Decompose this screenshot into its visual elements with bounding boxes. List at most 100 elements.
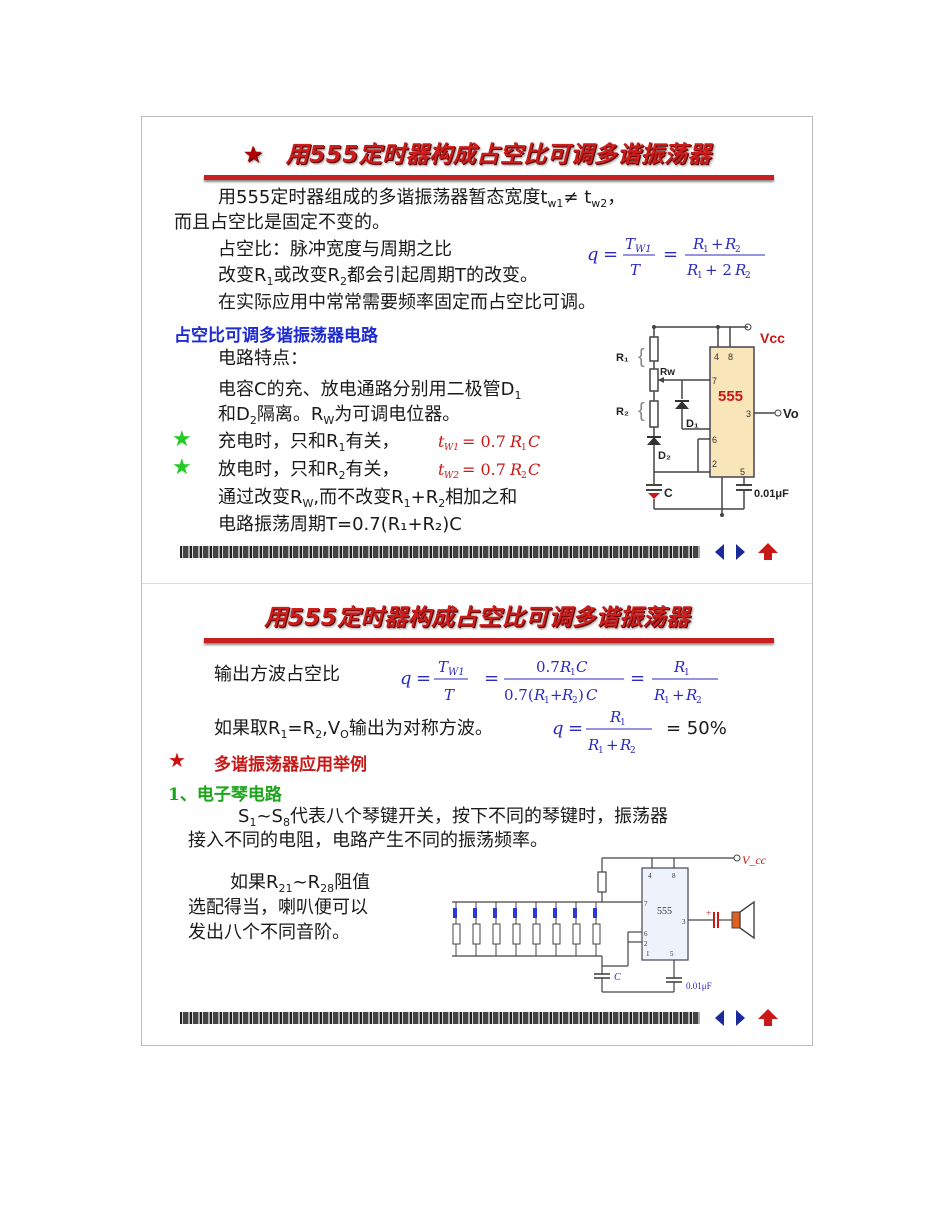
discharge-text: 放电时，只和R2有关，: [218, 459, 400, 482]
para-2: 而且占空比是固定不变的。: [174, 212, 390, 233]
key-switch: [492, 902, 501, 956]
title-rule: [204, 175, 774, 180]
svg-text:=: =: [416, 668, 431, 689]
svg-text:5: 5: [670, 950, 674, 958]
vcc-label: Vcc: [760, 330, 785, 346]
svg-text:q: q: [552, 718, 564, 739]
feature-label: 电路特点：: [218, 348, 308, 369]
svg-text:R: R: [533, 686, 545, 704]
slide-2-nav: [715, 1009, 778, 1026]
svg-text:1: 1: [620, 718, 626, 728]
svg-text:2: 2: [712, 459, 717, 469]
svg-text:C: C: [586, 686, 598, 704]
title-star-icon: ★: [242, 142, 264, 168]
svg-text:6: 6: [644, 930, 648, 938]
svg-text:+: +: [606, 736, 619, 754]
output-duty-formula: q = T W1 T = 0.7 R 1 C 0.7( R 1 + R 2 ) …: [400, 658, 718, 706]
svg-text:8: 8: [728, 352, 733, 362]
output-label: 输出方波占空比: [214, 664, 340, 685]
svg-text:555: 555: [657, 906, 672, 917]
svg-text:7: 7: [644, 900, 648, 908]
duty-label: 占空比：脉冲宽度与周期之比: [218, 239, 452, 260]
svg-text:2: 2: [644, 940, 648, 948]
svg-text:R: R: [653, 686, 665, 704]
switch-text-2: 接入不同的电阻，电路产生不同的振荡频率。: [188, 830, 548, 851]
svg-text:1: 1: [684, 668, 690, 678]
svg-text:8: 8: [672, 872, 676, 880]
svg-text:T: T: [438, 658, 449, 676]
svg-text:=: =: [568, 718, 583, 739]
svg-text:+: +: [706, 908, 711, 918]
red-star-icon: ★: [168, 748, 186, 772]
svg-text:2: 2: [572, 696, 578, 706]
svg-text:q: q: [587, 244, 599, 265]
home-icon[interactable]: [758, 543, 778, 560]
title-rule: [204, 638, 774, 643]
next-arrow-icon[interactable]: [736, 544, 745, 560]
resistor-text-3: 发出八个不同音阶。: [188, 922, 350, 943]
svg-text:R: R: [734, 261, 746, 279]
svg-text:C: C: [664, 486, 673, 500]
cap-line-2: 和D2隔离。RW为可调电位器。: [218, 404, 461, 427]
svg-text:{: {: [638, 346, 645, 368]
chip-label: 555: [718, 388, 743, 405]
svg-text:Vo: Vo: [783, 406, 799, 421]
svg-text:Rw: Rw: [660, 367, 675, 378]
svg-text:1: 1: [598, 746, 604, 756]
svg-text:1: 1: [646, 950, 650, 958]
para-1: 用555定时器组成的多谐振荡器暂态宽度tw1≠ tw2，: [218, 187, 626, 210]
svg-text:R: R: [685, 686, 697, 704]
fifty-percent: = 50%: [666, 718, 727, 739]
svg-text:W2: W2: [444, 471, 459, 481]
svg-text:D₂: D₂: [658, 450, 671, 462]
svg-text:C: C: [528, 432, 540, 451]
svg-text:R₂: R₂: [616, 406, 629, 418]
svg-text:3: 3: [746, 409, 751, 419]
discharge-formula: t W2 = 0.7 R 2 C: [438, 460, 540, 481]
slide-1: ★用555定时器构成占空比可调多谐振荡器 用555定时器组成的多谐振荡器暂态宽度…: [142, 117, 812, 583]
svg-text:2: 2: [696, 696, 702, 706]
svg-text:{: {: [638, 400, 645, 422]
green-star-icon: ★: [172, 427, 192, 452]
svg-text:R: R: [724, 235, 736, 253]
svg-text:R: R: [509, 432, 522, 451]
svg-text:=: =: [630, 668, 645, 689]
svg-text:1: 1: [570, 668, 576, 678]
svg-text:): ): [578, 686, 584, 704]
key-switch: [472, 902, 481, 956]
slide-1-nav: [715, 543, 778, 560]
svg-text:t: t: [438, 460, 445, 479]
svg-text:C: C: [576, 658, 588, 676]
circuit-diagram-555-duty: Vcc R₁ { Rw R₂ { D₂: [616, 323, 799, 517]
slide-1-title: ★用555定时器构成占空比可调多谐振荡器: [242, 142, 712, 168]
svg-text:R: R: [609, 708, 621, 726]
svg-text:q: q: [400, 668, 412, 689]
slide-1-progress-bar: [180, 546, 700, 558]
svg-text:2: 2: [521, 471, 527, 481]
prev-arrow-icon[interactable]: [715, 1010, 724, 1026]
svg-text:R: R: [619, 736, 631, 754]
svg-text:t: t: [438, 432, 445, 451]
svg-text:R₁: R₁: [616, 352, 629, 364]
svg-text:4: 4: [714, 352, 719, 362]
duty-formula: q = T W1 T = R 1 + R 2 R 1 + 2 R 2: [587, 235, 765, 281]
svg-text:=: =: [603, 244, 618, 265]
svg-text:7: 7: [712, 376, 717, 386]
svg-text:1: 1: [664, 696, 670, 706]
svg-text:C: C: [528, 460, 540, 479]
svg-text:1: 1: [697, 271, 703, 281]
home-icon[interactable]: [758, 1009, 778, 1026]
svg-text:+: +: [550, 686, 563, 704]
key-switch: [512, 902, 521, 956]
svg-text:W1: W1: [635, 244, 652, 255]
svg-text:+ 2: + 2: [705, 261, 732, 279]
svg-text:3: 3: [682, 918, 686, 926]
svg-text:0.7: 0.7: [536, 658, 560, 676]
next-arrow-icon[interactable]: [736, 1010, 745, 1026]
prev-arrow-icon[interactable]: [715, 544, 724, 560]
svg-text:4: 4: [648, 872, 652, 880]
svg-text:2: 2: [630, 746, 636, 756]
cap-line-1: 电容C的充、放电通路分别用二极管D1: [218, 379, 522, 402]
svg-text:T: T: [630, 261, 641, 279]
svg-text:R: R: [509, 460, 522, 479]
